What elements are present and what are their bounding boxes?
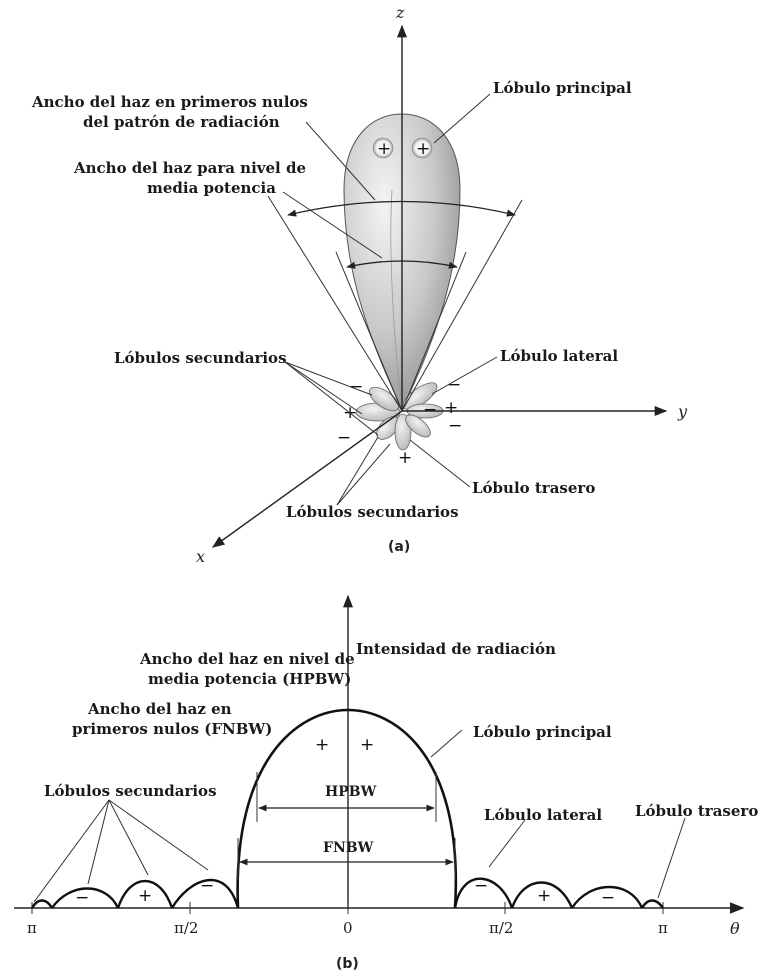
sign-plus: + (360, 735, 374, 755)
hpbw-arc (346, 260, 458, 269)
main-lobe-plus-marker (372, 137, 394, 159)
sign-minus: − (448, 416, 462, 436)
minor-lobe-upper-left (368, 386, 400, 412)
minor-lobe-curve (570, 885, 644, 909)
sign-minus: − (423, 400, 437, 420)
y-axis-label: y (677, 402, 688, 421)
sign-minus: − (601, 888, 615, 908)
z-axis-label: z (395, 3, 405, 22)
sign-minus: − (337, 428, 351, 448)
sign-minus: − (349, 377, 363, 397)
tick-label: 0 (343, 919, 353, 937)
minor-lobe-curve (51, 887, 120, 909)
label-hpbw-3d-line2: media potencia (147, 179, 276, 197)
side-lobe-lower-right (405, 414, 431, 438)
label-hpbw-2d: Ancho del haz en nivel de (139, 650, 355, 668)
fnbw-arc (287, 200, 516, 217)
sign-minus: − (200, 876, 214, 896)
label-back-lobe-2d: Lóbulo trasero (635, 802, 758, 820)
back-lobe-curve (640, 899, 664, 909)
panel-a: z y x + + − + − − − + − + (31, 3, 688, 566)
label-back-lobe-3d: Lóbulo trasero (472, 479, 595, 497)
main-lobe-plus-marker (411, 137, 433, 159)
label-minor-lobes-3d-top: Lóbulos secundarios (114, 349, 287, 367)
main-lobe-curve (236, 708, 458, 909)
minor-lobe-curve (116, 880, 174, 909)
intensity-axis-label: Intensidad de radiación (356, 640, 556, 658)
minor-lobe-curve (510, 881, 574, 909)
label-fnbw-3d-line2: del patrón de radiación (83, 113, 280, 131)
label-hpbw-2d-line2: media potencia (HPBW) (148, 670, 351, 688)
label-fnbw-2d-line2: primeros nulos (FNBW) (72, 720, 272, 738)
x-axis (211, 410, 403, 548)
label-main-lobe-2d: Lóbulo principal (473, 723, 612, 741)
side-lobe-curve (453, 877, 514, 909)
hpbw-label: HPBW (325, 784, 377, 800)
fnbw-label: FNBW (323, 840, 374, 856)
label-hpbw-3d: Ancho del haz para nivel de (73, 159, 306, 177)
x-axis-label: x (196, 547, 205, 566)
label-minor-lobes-2d: Lóbulos secundarios (44, 782, 217, 800)
label-main-lobe-3d: Lóbulo principal (493, 79, 632, 97)
sign-plus: + (537, 886, 551, 906)
panel-b: θ Intensidad de radiación π π/2 0 π/2 π … (14, 594, 758, 972)
tick-label: π (658, 919, 668, 937)
sign-plus: + (315, 735, 329, 755)
label-minor-lobes-3d-bottom: Lóbulos secundarios (286, 503, 459, 521)
sign-minus: − (447, 375, 461, 395)
svg-text:+: + (377, 139, 391, 159)
caption-a: (a) (388, 539, 410, 555)
tick-label: π (27, 919, 37, 937)
label-fnbw-2d: Ancho del haz en (87, 700, 232, 718)
sign-plus: + (398, 448, 412, 468)
label-side-lobe-2d: Lóbulo lateral (484, 806, 602, 824)
caption-b: (b) (336, 956, 359, 972)
sign-minus: − (75, 888, 89, 908)
minor-lobe-curve (30, 899, 54, 909)
tick-label: π/2 (489, 919, 513, 937)
sign-minus: − (474, 876, 488, 896)
label-side-lobe-3d: Lóbulo lateral (500, 347, 618, 365)
sign-plus: + (138, 886, 152, 906)
minor-lobe-curve (170, 878, 240, 909)
sign-plus: + (444, 398, 458, 418)
theta-axis-label: θ (730, 919, 740, 938)
svg-text:+: + (416, 139, 430, 159)
label-fnbw-3d: Ancho del haz en primeros nulos (31, 93, 308, 111)
tick-label: π/2 (174, 919, 198, 937)
